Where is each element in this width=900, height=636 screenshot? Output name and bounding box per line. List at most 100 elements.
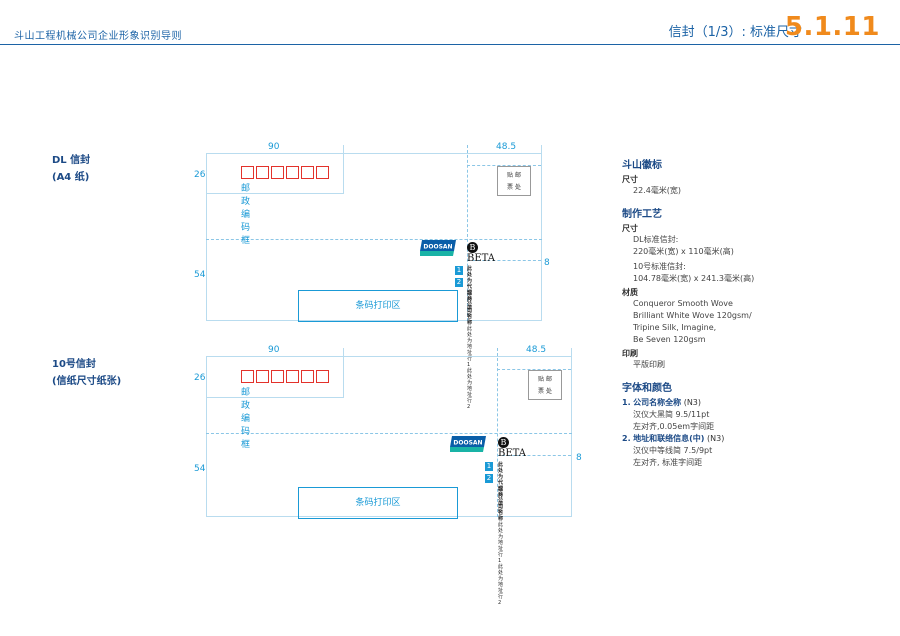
- guide-line-vertical: [497, 348, 498, 517]
- postal-box: [271, 166, 284, 179]
- postcode-placeholder: 邮政编码: [498, 487, 504, 514]
- font-item-1-title: 公司名称全称: [633, 398, 682, 407]
- guide-line-stamp: [497, 369, 571, 370]
- logo-size-label: 尺寸: [622, 175, 638, 184]
- material-label: 材质: [622, 288, 638, 297]
- envelope-dl-title-line1: DL 信封: [52, 155, 91, 166]
- print-label: 印刷: [622, 349, 638, 358]
- postal-box: [286, 370, 299, 383]
- beta-logo-text: BETA: [467, 253, 495, 264]
- company-name-placeholder: 此处为代理商公司名称: [498, 462, 504, 522]
- logo-size-value: 22.4毫米(宽): [633, 186, 682, 195]
- beta-mark-icon: B: [467, 242, 478, 253]
- address-line-2: 此处为地址行 2: [467, 368, 473, 410]
- envelope-left-edge: [206, 153, 207, 321]
- dim-side: 8: [576, 453, 582, 463]
- envelope-dl-title-line2: (A4 纸): [52, 172, 90, 183]
- dim-top: 26: [194, 170, 206, 180]
- dim-width: 90: [268, 345, 280, 355]
- envelope-left-edge: [206, 356, 207, 517]
- postal-box: [286, 166, 299, 179]
- beta-mark-icon: B: [498, 437, 509, 448]
- postal-guide: [206, 397, 344, 398]
- print-value: 平版印刷: [633, 360, 665, 369]
- dim-width: 90: [268, 142, 280, 152]
- font-item-1: 1. 公司名称全称 (N3): [622, 397, 822, 409]
- beta-logo-text: BETA: [498, 448, 526, 459]
- dim-bottom: 54: [194, 270, 206, 280]
- dim-bottom: 54: [194, 464, 206, 474]
- beta-logo: BBETA: [498, 437, 526, 459]
- dl-size-value: 220毫米(宽) x 110毫米(高): [633, 247, 734, 256]
- callout-2: 2: [455, 278, 463, 287]
- callout-1: 1: [485, 462, 493, 471]
- postal-box: [241, 166, 254, 179]
- dim-line-top: [206, 153, 542, 154]
- guide-line-stamp: [467, 165, 541, 166]
- company-name-placeholder: 此处为代理商公司名称: [467, 266, 473, 326]
- postal-box: [316, 166, 329, 179]
- stamp-text-line1: 贴 邮: [538, 376, 552, 383]
- callout-1: 1: [455, 266, 463, 275]
- postcode-placeholder: 邮政编码: [467, 291, 473, 318]
- dl-size-label: DL标准信封:: [633, 235, 679, 244]
- font-item-2-title: 地址和联络信息(中): [633, 434, 705, 443]
- size-label: 尺寸: [622, 224, 638, 233]
- doosan-logo-text: DOOSAN: [453, 440, 482, 447]
- font-item-2: 2. 地址和联络信息(中) (N3): [622, 433, 822, 445]
- stamp-text-line1: 贴 邮: [507, 172, 521, 179]
- postal-box: [271, 370, 284, 383]
- postal-box: [316, 370, 329, 383]
- header-divider: [0, 44, 900, 45]
- guide-line-mid: [206, 433, 572, 434]
- font-item-1-align: 左对齐,0.05em字间距: [633, 422, 715, 431]
- stamp-text-line2: 票 处: [507, 184, 521, 191]
- material-line-2: Brilliant White Wove 120gsm/: [633, 311, 752, 320]
- beta-logo: BBETA: [467, 242, 495, 264]
- dim-side: 8: [544, 258, 550, 268]
- font-item-1-font: 汉仪大黑简 9.5/11pt: [633, 410, 710, 419]
- no10-size-value: 104.78毫米(宽) x 241.3毫米(高): [633, 274, 755, 283]
- font-item-2-number: 2.: [622, 434, 631, 443]
- guide-line-vertical: [467, 145, 468, 321]
- envelope-no10-title: 10号信封 (信纸尺寸纸张): [52, 356, 121, 390]
- doosan-logo-icon: DOOSAN: [420, 240, 456, 256]
- page-number: 5.1.11: [784, 12, 880, 42]
- font-section-title: 字体和颜色: [622, 383, 672, 394]
- dim-tick-90: [343, 145, 344, 194]
- postal-box: [301, 166, 314, 179]
- envelope-right-edge: [571, 348, 572, 517]
- callout-2: 2: [485, 474, 493, 483]
- address-line-2: 此处为地址行 2: [498, 564, 504, 606]
- guide-line-mid: [206, 239, 542, 240]
- dim-right: 48.5: [496, 142, 517, 152]
- section-title: 信封（1/3）: 标准尺寸: [668, 25, 802, 40]
- postal-box: [241, 370, 254, 383]
- postal-box: [256, 166, 269, 179]
- font-item-1-number: 1.: [622, 398, 631, 407]
- spec-panel: 斗山徽标 尺寸 22.4毫米(宽) 制作工艺 尺寸 DL标准信封: 220毫米(…: [622, 150, 822, 469]
- address-block: 此处为代理商公司名称 此处为地址行 1 此处为地址行 2: [467, 266, 472, 410]
- font-item-2-font: 汉仪中等线简 7.5/9pt: [633, 446, 713, 455]
- stamp-box: 贴 邮 票 处: [528, 370, 562, 400]
- material-line-1: Conqueror Smooth Wove: [633, 299, 733, 308]
- postal-box: [256, 370, 269, 383]
- envelope-right-edge: [541, 145, 542, 321]
- envelope-no10-title-line2: (信纸尺寸纸张): [52, 376, 122, 387]
- postal-guide: [206, 193, 344, 194]
- envelope-bottom-edge: [206, 516, 572, 517]
- material-line-4: Be Seven 120gsm: [633, 335, 706, 344]
- logo-section-title: 斗山徽标: [622, 160, 662, 171]
- address-line-1: 此处为地址行 1: [498, 522, 504, 564]
- guide-line-logo: [497, 455, 571, 456]
- dim-top: 26: [194, 373, 206, 383]
- address-line-1: 此处为地址行 1: [467, 326, 473, 368]
- no10-size-label: 10号标准信封:: [633, 262, 686, 271]
- font-item-2-align: 左对齐, 标准字间距: [633, 458, 703, 467]
- barcode-print-area: 条码打印区: [298, 487, 458, 519]
- dim-right: 48.5: [526, 345, 547, 355]
- envelope-no10-title-line1: 10号信封: [52, 359, 96, 370]
- postal-code-label: 邮政编码框: [241, 388, 251, 450]
- envelope-dl-title: DL 信封 (A4 纸): [52, 152, 90, 186]
- postal-box: [301, 370, 314, 383]
